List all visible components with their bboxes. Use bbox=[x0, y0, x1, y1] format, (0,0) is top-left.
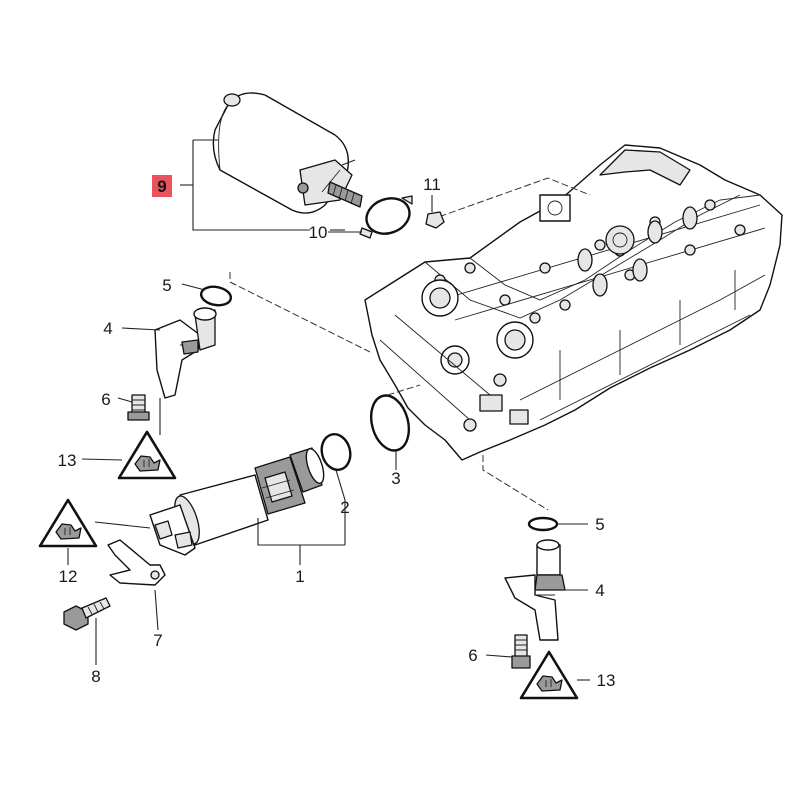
callout-12: 12 bbox=[59, 567, 78, 586]
control-valve bbox=[149, 447, 325, 556]
sensor-left bbox=[154, 307, 217, 399]
cylinder-head bbox=[364, 144, 783, 461]
oring-2 bbox=[320, 433, 352, 471]
ref-line-ring-3 bbox=[377, 384, 421, 399]
oring-3 bbox=[369, 394, 411, 452]
callout-3: 3 bbox=[391, 469, 400, 488]
clamp-ring bbox=[359, 195, 413, 239]
callout-1: 1 bbox=[295, 567, 304, 586]
callout-2: 2 bbox=[340, 498, 349, 517]
callout-13-right: 13 bbox=[597, 671, 616, 690]
static-sensitive-hand-icon bbox=[38, 498, 98, 548]
callout-highlight-9 bbox=[152, 175, 172, 197]
ref-line-solenoid bbox=[429, 177, 591, 221]
callout-4-right: 4 bbox=[595, 581, 604, 600]
nut bbox=[425, 211, 445, 229]
bracket-7 bbox=[107, 539, 166, 586]
callout-6-left: 6 bbox=[101, 390, 110, 409]
callout-5-right: 5 bbox=[595, 515, 604, 534]
static-sensitive-hand-icon bbox=[519, 650, 579, 700]
callout-11: 11 bbox=[423, 175, 441, 194]
callout-10: 10 bbox=[309, 223, 328, 242]
sensor-right bbox=[504, 539, 566, 641]
bolt-8 bbox=[63, 597, 111, 631]
callout-6-right: 6 bbox=[468, 646, 477, 665]
callout-13-left: 13 bbox=[58, 451, 77, 470]
oring-5-right bbox=[527, 516, 559, 532]
actuator-motor bbox=[212, 92, 363, 214]
ref-line-sensor-left bbox=[229, 272, 371, 353]
oring-5-left bbox=[199, 285, 233, 307]
ref-line-sensor-right bbox=[482, 455, 549, 511]
callout-8: 8 bbox=[91, 667, 100, 686]
leader-lines bbox=[67, 139, 590, 681]
callout-4-left: 4 bbox=[103, 319, 112, 338]
static-sensitive-hand-icon bbox=[117, 430, 177, 480]
bolt-6-left bbox=[127, 394, 150, 421]
callout-5-left: 5 bbox=[162, 276, 171, 295]
callout-9: 9 bbox=[157, 177, 166, 196]
bolt-6-right bbox=[511, 634, 531, 669]
callout-7: 7 bbox=[153, 631, 162, 650]
